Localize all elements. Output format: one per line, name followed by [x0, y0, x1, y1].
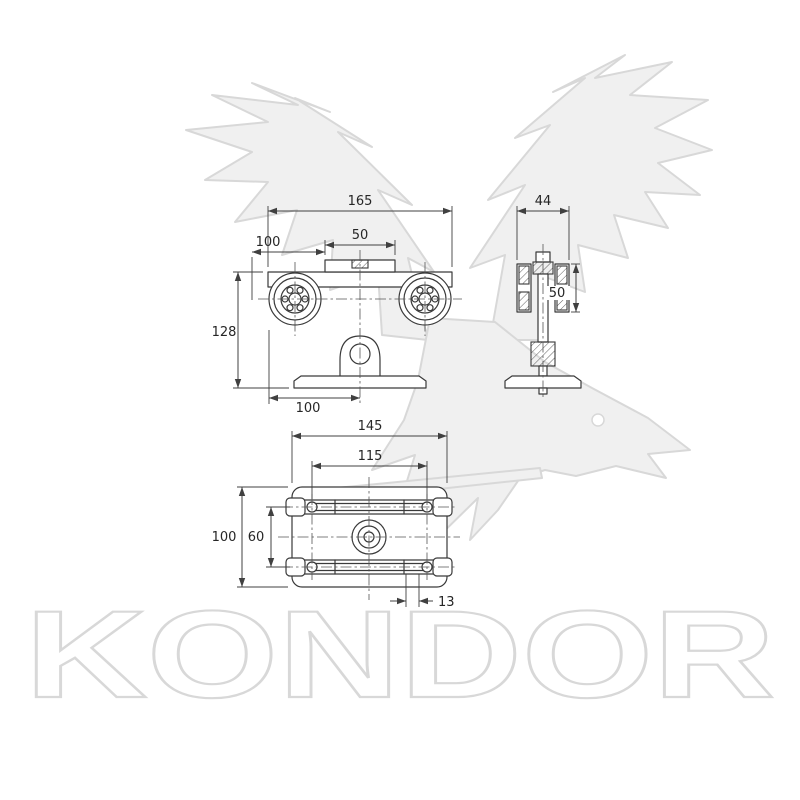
dim-label-145: 145 — [358, 419, 383, 434]
brand-watermark-text: KONDOR — [25, 586, 775, 724]
dim-front-height: 128 — [212, 271, 289, 389]
dim-top-hole-spacing: 115 — [311, 449, 428, 499]
dim-top-total-height: 100 — [212, 486, 288, 588]
dim-label-100-bottom: 100 — [296, 401, 321, 416]
dim-front-left-offset: 100 — [251, 235, 325, 300]
eagle-eye — [591, 413, 605, 427]
dim-front-base-offset: 100 — [268, 330, 360, 416]
dim-label-50-front: 50 — [352, 228, 369, 243]
dim-label-100-top-view: 100 — [212, 530, 237, 545]
dim-label-44: 44 — [535, 194, 552, 209]
roller-left-side — [516, 263, 532, 313]
dim-label-165: 165 — [348, 194, 373, 209]
side-view: 44 50 — [504, 194, 582, 400]
dim-label-115: 115 — [358, 449, 383, 464]
dim-top-total-width: 145 — [291, 419, 448, 483]
dim-front-total-width: 165 — [267, 194, 453, 267]
dim-label-13: 13 — [438, 595, 455, 610]
front-view: 165 50 100 128 100 — [212, 194, 462, 416]
dim-label-128: 128 — [212, 325, 237, 340]
dim-side-width: 44 — [516, 194, 570, 260]
dim-side-roller-height: 50 — [544, 263, 580, 313]
dim-label-60: 60 — [248, 530, 265, 545]
dim-front-slot-width: 50 — [324, 228, 396, 255]
dim-label-100-upper: 100 — [256, 235, 281, 250]
dim-top-roller-width: 13 — [390, 574, 455, 610]
top-view: 145 115 100 60 13 — [212, 419, 460, 610]
eagle-right-wing — [469, 54, 713, 341]
dim-label-50-side: 50 — [549, 286, 566, 301]
dim-top-inner-height: 60 — [248, 506, 290, 568]
